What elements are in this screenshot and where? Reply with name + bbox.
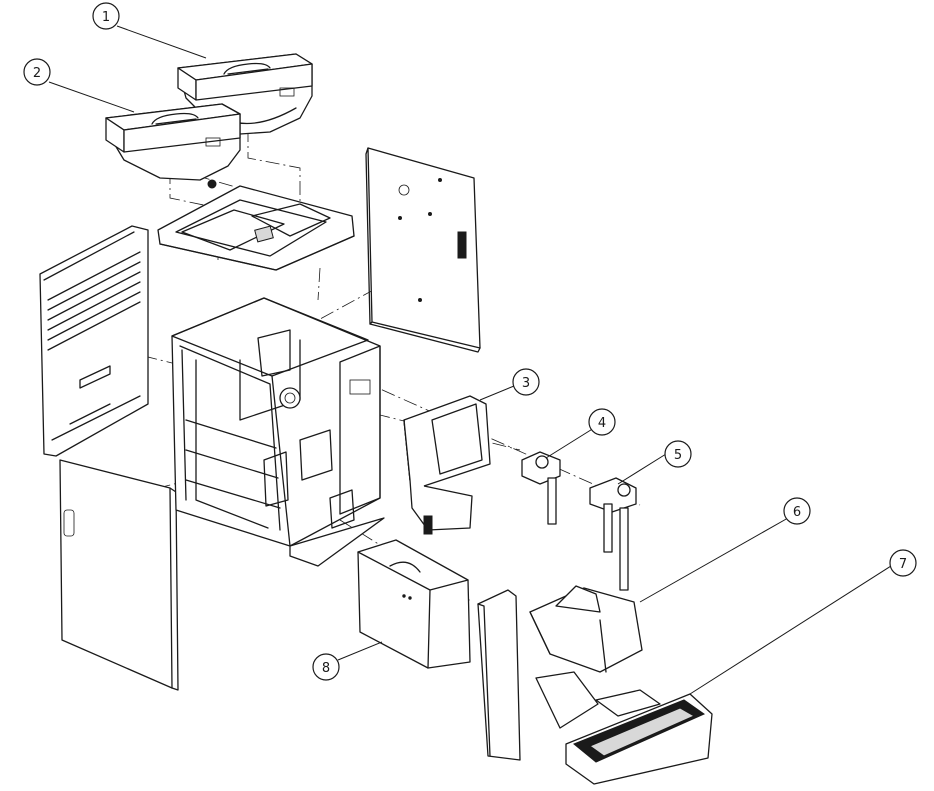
callout-8: 8 (312, 653, 340, 681)
main-frame (171, 297, 385, 567)
callout-3-label: 3 (522, 376, 530, 391)
top-cover (157, 185, 355, 271)
callout-5-label: 5 (674, 448, 682, 463)
callout-3: 3 (512, 368, 540, 396)
callout-6: 6 (783, 497, 811, 525)
drip-tray-7 (535, 671, 713, 785)
callout-6-label: 6 (793, 505, 801, 520)
water-tank-8 (357, 539, 471, 669)
callout-2-label: 2 (33, 66, 41, 81)
callout-5: 5 (664, 440, 692, 468)
callout-4-label: 4 (598, 416, 606, 431)
left-door-panel (59, 459, 179, 691)
callout-7-label: 7 (899, 557, 907, 572)
callout-4: 4 (588, 408, 616, 436)
control-panel (403, 395, 491, 535)
outlet-valve-4 (521, 451, 561, 525)
callout-1-label: 1 (102, 10, 110, 25)
callout-7: 7 (889, 549, 917, 577)
callout-1: 1 (92, 2, 120, 30)
callout-leaders (48, 25, 892, 695)
callout-8-label: 8 (322, 661, 330, 676)
left-side-panel (39, 225, 149, 457)
front-door-panel (477, 589, 521, 761)
callout-2: 2 (23, 58, 51, 86)
outlet-housing-6 (529, 585, 643, 673)
outlet-valve-5 (589, 477, 637, 591)
bean-container-2 (105, 103, 241, 189)
back-panel (365, 147, 481, 353)
